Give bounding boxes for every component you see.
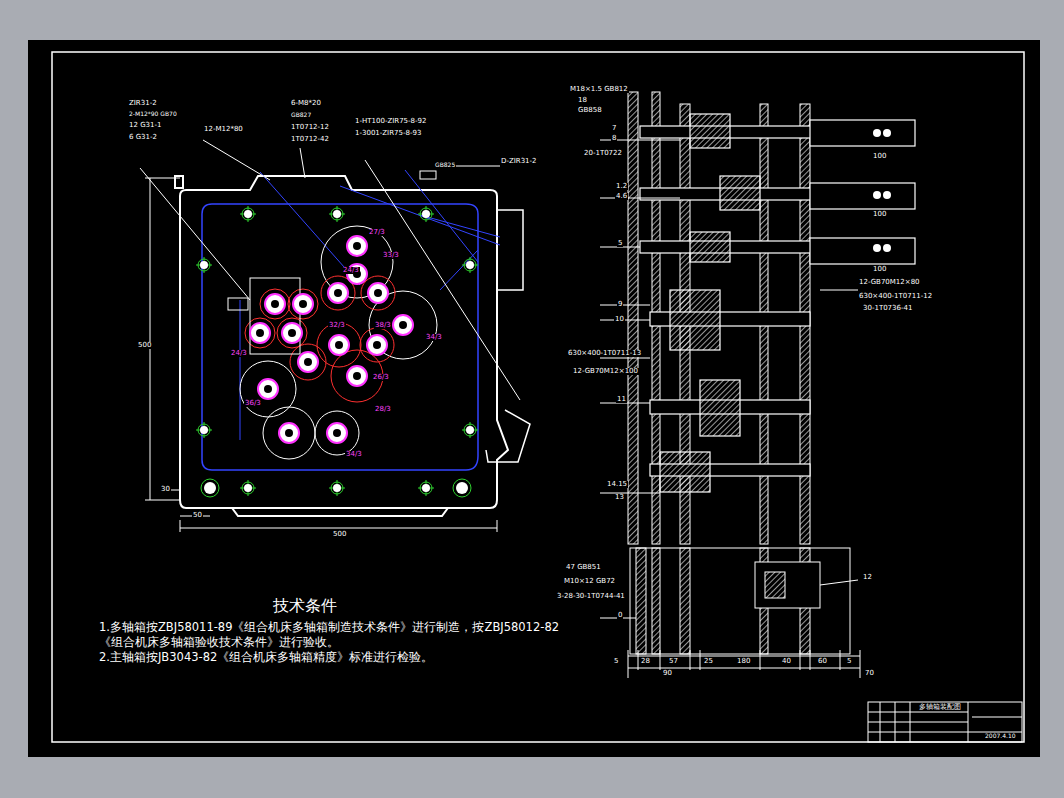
drawing-label: 33/3	[382, 252, 400, 259]
drawing-label: 57	[668, 658, 679, 665]
drawing-label: 1-HT100-ZIR75-8-92	[354, 118, 427, 125]
drawing-label: 技术条件	[272, 598, 338, 615]
drawing-label: GB825	[434, 162, 456, 168]
drawing-label: 12 G31-1	[128, 122, 162, 129]
drawing-label: 1.多轴箱按ZBJ58011-89《组合机床多轴箱制造技术条件》进行制造，按ZB…	[98, 621, 560, 633]
drawing-label: 1T0712-42	[290, 136, 330, 143]
drawing-label: 90	[662, 670, 673, 677]
drawing-label: D-ZIR31-2	[500, 158, 538, 165]
drawing-label: 14.15	[606, 481, 628, 488]
drawing-label: 30-1T0736-41	[862, 305, 913, 312]
drawing-label: 12-M12*80	[203, 126, 244, 133]
drawing-label: 30	[160, 486, 171, 493]
drawing-label: 36/3	[244, 400, 262, 407]
drawing-label: M10×12 GB72	[563, 578, 616, 585]
drawing-label: 10	[614, 316, 625, 323]
drawing-label: 2007.4.10	[984, 733, 1017, 739]
drawing-label: 1-3001-ZIR75-8-93	[354, 130, 422, 137]
drawing-label: 40	[781, 658, 792, 665]
drawing-label: 4.6	[615, 193, 628, 200]
drawing-label: 500	[332, 531, 347, 538]
drawing-label: GB827	[290, 112, 312, 118]
drawing-label: 28/3	[374, 406, 392, 413]
drawing-label: 25	[703, 658, 714, 665]
drawing-label: 6-M8*20	[290, 100, 322, 107]
drawing-label: 27/3	[368, 229, 386, 236]
drawing-label: 18	[577, 97, 588, 104]
drawing-label: 630×400-1T0711-12	[858, 293, 933, 300]
drawing-label: 6 G31-2	[128, 134, 158, 141]
drawing-label: M18×1.5 GB812	[569, 86, 629, 93]
drawing-label: 60	[817, 658, 828, 665]
drawing-label: 7	[611, 125, 617, 132]
drawing-label: 12-GB70M12×100	[572, 368, 639, 375]
drawing-label: 1T0712-12	[290, 124, 330, 131]
drawing-label: 100	[872, 266, 887, 273]
drawing-label: 0	[617, 612, 623, 619]
drawing-label: 《组合机床多轴箱验收技术条件》进行验收。	[98, 636, 340, 648]
drawing-label: 32/3	[328, 322, 346, 329]
drawing-label: 2.主轴箱按JB3043-82《组合机床多轴箱精度》标准进行检验。	[98, 651, 434, 663]
drawing-label: 28	[640, 658, 651, 665]
drawing-label: 12	[862, 574, 873, 581]
drawing-label: 180	[736, 658, 751, 665]
drawing-label: 9	[617, 301, 623, 308]
drawing-label: 5	[613, 658, 619, 665]
drawing-label: 100	[872, 153, 887, 160]
drawing-label: 50	[192, 512, 203, 519]
drawing-label: 20-1T0722	[583, 150, 623, 157]
drawing-label: 34/3	[425, 334, 443, 341]
drawing-label: 5	[617, 240, 623, 247]
drawing-label: 13	[614, 494, 625, 501]
drawing-label: 8	[611, 135, 617, 142]
drawing-label: 24/3	[342, 267, 360, 274]
drawing-label: 11	[616, 396, 627, 403]
drawing-label: 38/3	[374, 322, 392, 329]
drawing-label: 24/3	[230, 350, 248, 357]
drawing-label: 26/3	[372, 374, 390, 381]
drawing-label: 500	[137, 342, 152, 349]
drawing-label: 70	[864, 670, 875, 677]
drawing-label: 5	[846, 658, 852, 665]
drawing-label: GB858	[577, 107, 603, 114]
drawing-label: 12-GB70M12×80	[858, 279, 921, 286]
drawing-label: ZIR31-2	[128, 100, 158, 107]
drawing-label: 1.2	[615, 183, 628, 190]
drawing-label: 630×400-1T0711-13	[567, 350, 642, 357]
drawing-label: 2-M12*90 GB70	[128, 111, 178, 117]
drawing-label: 34/3	[345, 451, 363, 458]
drawing-label: 100	[872, 211, 887, 218]
drawing-label: 3-28-30-1T0744-41	[556, 593, 626, 600]
drawing-label: 47 GB851	[565, 564, 602, 571]
drawing-label: 多轴箱装配图	[918, 704, 962, 711]
